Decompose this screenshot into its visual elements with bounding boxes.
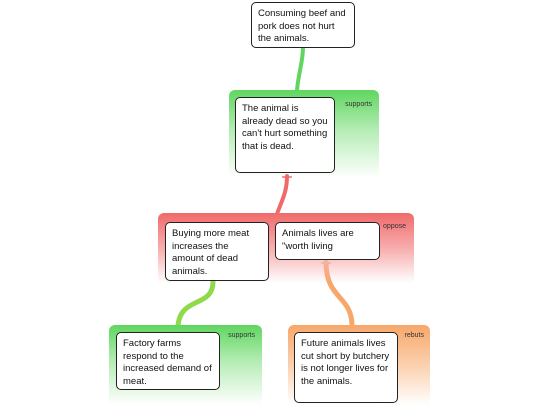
node-already-dead[interactable]: The animal is already dead so you can't …	[235, 97, 335, 173]
group-label-oppose: oppose	[383, 223, 406, 230]
group-label-supports-top: supports	[345, 101, 372, 108]
group-label-rebuts: rebuts	[404, 332, 424, 339]
link-claim-to-already-dead	[295, 45, 305, 92]
node-future-animals[interactable]: Future animals lives cut short by butche…	[294, 332, 398, 403]
link-already-dead-to-buying-more	[275, 174, 289, 216]
link-buying-more-to-factory-farms	[175, 279, 216, 329]
node-buying-more[interactable]: Buying more meat increases the amount of…	[165, 222, 269, 281]
node-claim[interactable]: Consuming beef and pork does not hurt th…	[251, 2, 355, 48]
group-label-supports-bottom: supports	[228, 332, 255, 339]
node-factory-farms[interactable]: Factory farms respond to the increased d…	[116, 332, 220, 390]
node-worth-living[interactable]: Animals lives are "worth living	[275, 222, 380, 260]
